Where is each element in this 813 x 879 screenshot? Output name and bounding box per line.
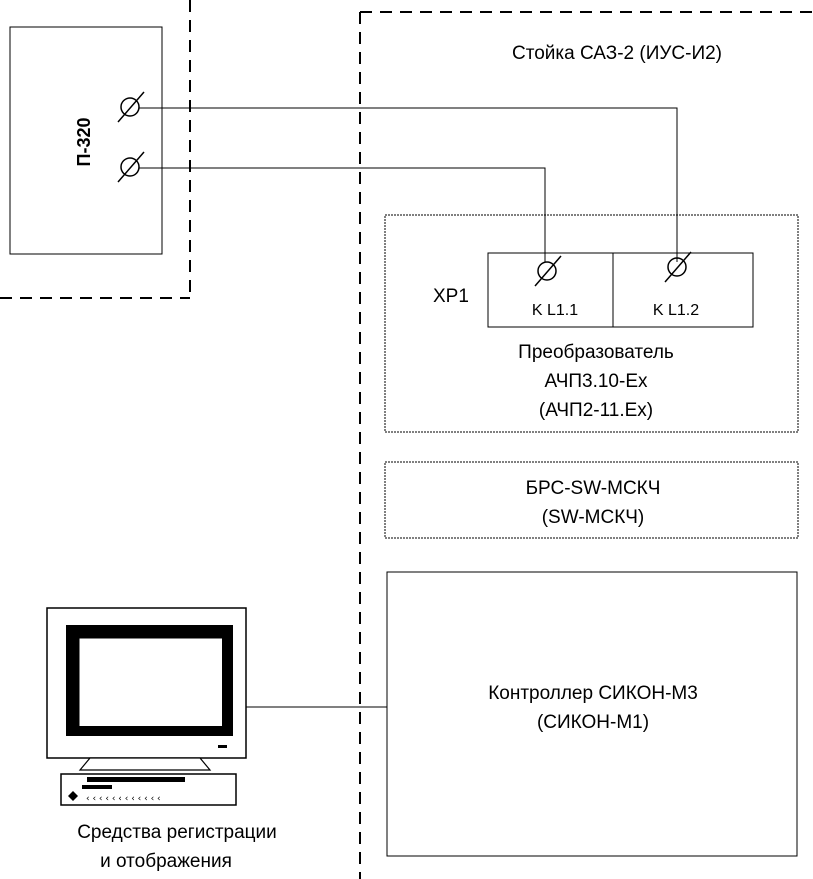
xp1-terminal-1 — [534, 255, 562, 287]
svg-text:‹ ‹ ‹ ‹ ‹ ‹ ‹ ‹ ‹ ‹ ‹ ‹: ‹ ‹ ‹ ‹ ‹ ‹ ‹ ‹ ‹ ‹ ‹ ‹ — [86, 794, 161, 804]
brs-name-line-2: (SW-МСКЧ) — [542, 507, 645, 528]
xp1-terminal-2 — [664, 251, 692, 283]
connector-label: XP1 — [433, 286, 469, 307]
converter-name-line-2: АЧП3.10-Ex — [545, 371, 648, 392]
brs-box — [384, 461, 799, 539]
terminal-label-1: K L1.1 — [532, 302, 578, 319]
workstation-caption-line-2: и отображения — [100, 851, 232, 872]
computer-icon: ‹ ‹ ‹ ‹ ‹ ‹ ‹ ‹ ‹ ‹ ‹ ‹ — [46, 607, 247, 806]
terminal-label-2: K L1.2 — [653, 302, 699, 319]
p320-terminal-2 — [117, 151, 145, 183]
controller-name-line-2: (СИКОН-М1) — [537, 712, 649, 733]
converter-name-line-1: Преобразователь — [518, 342, 674, 363]
converter-name-line-3: (АЧП2-11.Ex) — [539, 400, 653, 421]
controller-box — [386, 571, 798, 857]
controller-name-line-1: Контроллер СИКОН-М3 — [488, 683, 698, 704]
p320-label: П-320 — [74, 118, 94, 167]
brs-name-line-1: БРС-SW-МСКЧ — [526, 478, 661, 499]
p320-enclosure — [0, 0, 191, 299]
wire-2 — [139, 167, 546, 262]
terminal-block — [487, 252, 754, 328]
p320-terminal-1 — [117, 91, 145, 123]
rack-enclosure — [359, 11, 813, 879]
rack-title: Стойка САЗ-2 (ИУС-И2) — [512, 43, 722, 64]
p320-box — [9, 26, 163, 255]
wire-1 — [139, 107, 678, 262]
workstation-caption-line-1: Средства регистрации — [77, 822, 277, 843]
